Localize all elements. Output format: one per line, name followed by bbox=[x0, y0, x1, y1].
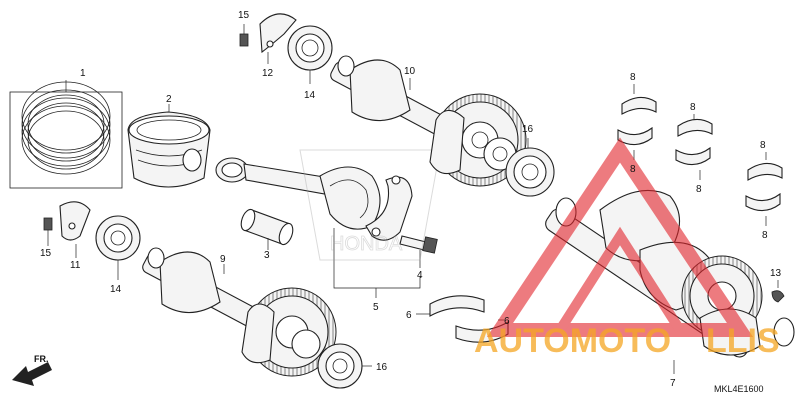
front-direction-arrow bbox=[12, 362, 52, 386]
bolt-upper bbox=[239, 24, 249, 47]
connecting-rod bbox=[215, 157, 381, 230]
woodruff-key bbox=[771, 280, 785, 303]
callout-14b: 14 bbox=[110, 284, 122, 295]
bearing-lower-left bbox=[95, 215, 141, 280]
callout-12: 12 bbox=[262, 68, 274, 79]
callout-6a: 6 bbox=[406, 310, 412, 321]
callout-16b: 16 bbox=[376, 362, 388, 373]
callout-6b: 6 bbox=[504, 316, 510, 327]
piston bbox=[127, 104, 211, 188]
callout-4: 4 bbox=[417, 270, 423, 281]
callout-11: 11 bbox=[70, 260, 81, 271]
svg-text:HONDA: HONDA bbox=[330, 233, 403, 255]
callout-8a: 8 bbox=[630, 72, 636, 83]
balancer-shaft-lower bbox=[142, 247, 337, 377]
callout-7: 7 bbox=[670, 378, 676, 389]
callout-8f: 8 bbox=[762, 230, 768, 241]
balancer-shaft-upper bbox=[330, 55, 527, 187]
callout-9: 9 bbox=[220, 254, 226, 265]
brand-wing-watermark: HONDA bbox=[299, 149, 441, 261]
front-direction-label: FR. bbox=[34, 354, 49, 364]
callout-16a: 16 bbox=[522, 124, 534, 135]
callout-8e: 8 bbox=[760, 140, 766, 151]
bearing-upper-left bbox=[287, 25, 333, 84]
bearing-lower-right bbox=[317, 343, 372, 389]
callout-14a: 14 bbox=[304, 90, 316, 101]
callout-8b: 8 bbox=[630, 164, 636, 175]
callout-1: 1 bbox=[80, 68, 86, 79]
callout-8c: 8 bbox=[690, 102, 696, 113]
diagram-code: MKL4E1600 bbox=[714, 384, 764, 394]
automoto-watermark bbox=[486, 137, 754, 337]
callout-5: 5 bbox=[373, 302, 379, 313]
bolt-lower bbox=[43, 217, 53, 246]
callout-10: 10 bbox=[404, 66, 416, 77]
setting-plate-upper bbox=[259, 13, 297, 64]
piston-pin bbox=[240, 208, 294, 250]
rod-bolt bbox=[399, 235, 438, 268]
callout-8d: 8 bbox=[696, 184, 702, 195]
callout-15a: 15 bbox=[238, 10, 250, 21]
callout-15b: 15 bbox=[40, 248, 52, 259]
setting-plate-lower bbox=[59, 201, 91, 258]
callout-2: 2 bbox=[166, 94, 172, 105]
main-bearing-shells bbox=[617, 84, 783, 226]
callout-13: 13 bbox=[770, 268, 782, 279]
watermark-text: AUTOMOTO bbox=[474, 322, 671, 360]
connecting-rod-cap bbox=[365, 175, 413, 241]
callout-3: 3 bbox=[264, 250, 270, 261]
piston-ring-set bbox=[9, 80, 123, 189]
watermark-text-tail: LLIS bbox=[706, 322, 780, 360]
bearing-upper-right bbox=[505, 138, 555, 197]
